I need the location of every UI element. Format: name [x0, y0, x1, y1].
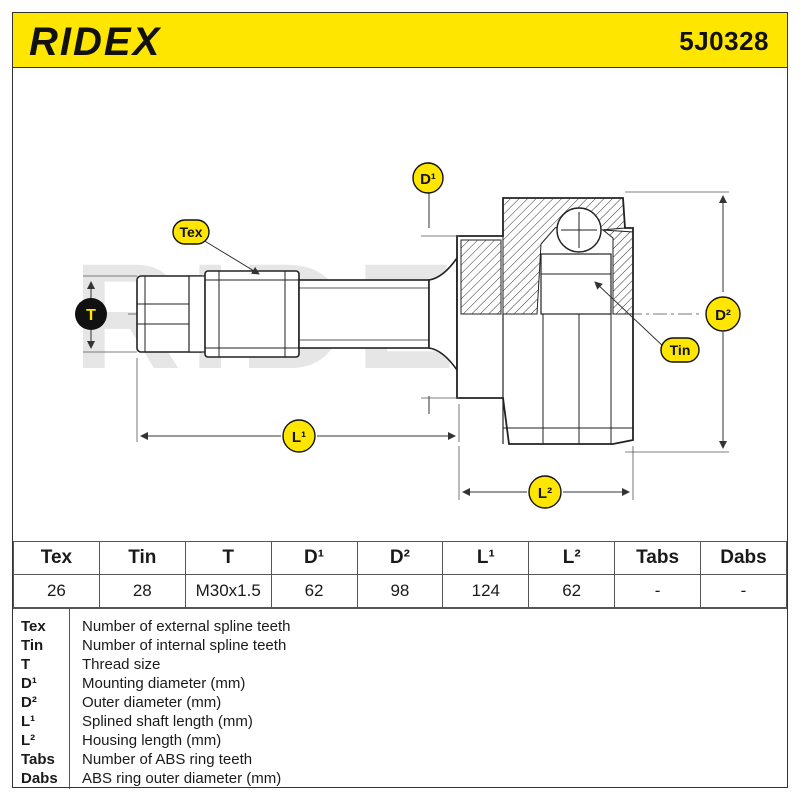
- tin-callout: Tin: [594, 281, 700, 363]
- label-tex: Tex: [179, 224, 202, 240]
- legend-desc: Mounting diameter (mm): [82, 675, 246, 692]
- spec-value-row: 26 28 M30x1.5 62 98 124 62 - -: [13, 574, 787, 608]
- legend-key: Dabs: [21, 770, 58, 787]
- spec-header-row: Tex Tin T D¹ D² L¹ L² Tabs Dabs: [13, 541, 787, 575]
- legend-item: T Thread size: [13, 655, 787, 674]
- value-dabs: -: [700, 574, 787, 608]
- dimension-d1: D¹: [412, 162, 459, 414]
- value-tin: 28: [98, 574, 186, 608]
- legend-desc: Outer diameter (mm): [82, 694, 222, 711]
- legend: Tex Number of external spline teeth Tin …: [13, 608, 787, 789]
- legend-desc: Number of internal spline teeth: [82, 637, 287, 654]
- label-l2: L²: [538, 485, 552, 502]
- legend-desc: Number of ABS ring teeth: [82, 751, 253, 768]
- header-tabs: Tabs: [614, 541, 701, 575]
- spline-section: [204, 270, 300, 358]
- value-d2: 98: [356, 574, 444, 608]
- legend-item: L¹ Splined shaft length (mm): [13, 712, 787, 731]
- header-bar: RIDEX 5J0328: [13, 13, 787, 68]
- label-t: T: [86, 307, 96, 324]
- dimension-l2: L²: [458, 446, 634, 509]
- legend-key: L¹: [21, 713, 36, 730]
- label-l1: L¹: [292, 429, 306, 446]
- housing: [456, 197, 634, 445]
- legend-key: L²: [21, 732, 36, 749]
- sheet-frame: RIDEX 5J0328 RIDEX: [12, 12, 788, 789]
- legend-item: Tex Number of external spline teeth: [13, 617, 787, 636]
- legend-item: Tabs Number of ABS ring teeth: [13, 750, 787, 769]
- legend-item: D² Outer diameter (mm): [13, 693, 787, 712]
- value-l1: 124: [442, 574, 530, 608]
- header-t: T: [184, 541, 272, 575]
- legend-item: L² Housing length (mm): [13, 731, 787, 750]
- header-l2: L²: [528, 541, 616, 575]
- legend-item: D¹ Mounting diameter (mm): [13, 674, 787, 693]
- header-dabs: Dabs: [700, 541, 787, 575]
- dimension-t: T: [75, 275, 137, 353]
- legend-key: Tex: [21, 618, 46, 635]
- threaded-end: [136, 275, 213, 353]
- legend-key: D¹: [21, 675, 37, 692]
- header-d2: D²: [356, 541, 444, 575]
- legend-item: Tin Number of internal spline teeth: [13, 636, 787, 655]
- legend-key: Tabs: [21, 751, 55, 768]
- legend-desc: Thread size: [82, 656, 161, 673]
- legend-key: D²: [21, 694, 37, 711]
- header-d1: D¹: [270, 541, 358, 575]
- legend-item: Dabs ABS ring outer diameter (mm): [13, 769, 787, 788]
- value-t: M30x1.5: [184, 574, 272, 608]
- logo-text: RIDEX: [29, 20, 162, 61]
- legend-desc: Number of external spline teeth: [82, 618, 291, 635]
- value-tex: 26: [13, 574, 100, 608]
- legend-desc: ABS ring outer diameter (mm): [82, 770, 282, 787]
- dimension-l1: L¹: [136, 358, 460, 453]
- tex-callout: Tex: [172, 219, 260, 275]
- value-tabs: -: [614, 574, 701, 608]
- dimension-d2: D²: [625, 191, 741, 453]
- header-tin: Tin: [98, 541, 186, 575]
- shaft: [298, 255, 458, 373]
- value-d1: 62: [270, 574, 358, 608]
- value-l2: 62: [528, 574, 616, 608]
- label-tin: Tin: [670, 342, 691, 358]
- label-d1: D¹: [420, 171, 436, 188]
- legend-divider: [69, 609, 70, 789]
- legend-desc: Splined shaft length (mm): [82, 713, 253, 730]
- legend-key: Tin: [21, 637, 44, 654]
- label-d2: D²: [715, 307, 731, 324]
- header-l1: L¹: [442, 541, 530, 575]
- header-tex: Tex: [13, 541, 100, 575]
- ridex-logo: RIDEX: [29, 20, 162, 61]
- legend-desc: Housing length (mm): [82, 732, 222, 749]
- technical-drawing: RIDEX: [73, 162, 741, 509]
- legend-key: T: [21, 656, 31, 673]
- part-number: 5J0328: [679, 26, 769, 56]
- spec-table: Tex Tin T D¹ D² L¹ L² Tabs Dabs 26 28 M3…: [13, 541, 787, 608]
